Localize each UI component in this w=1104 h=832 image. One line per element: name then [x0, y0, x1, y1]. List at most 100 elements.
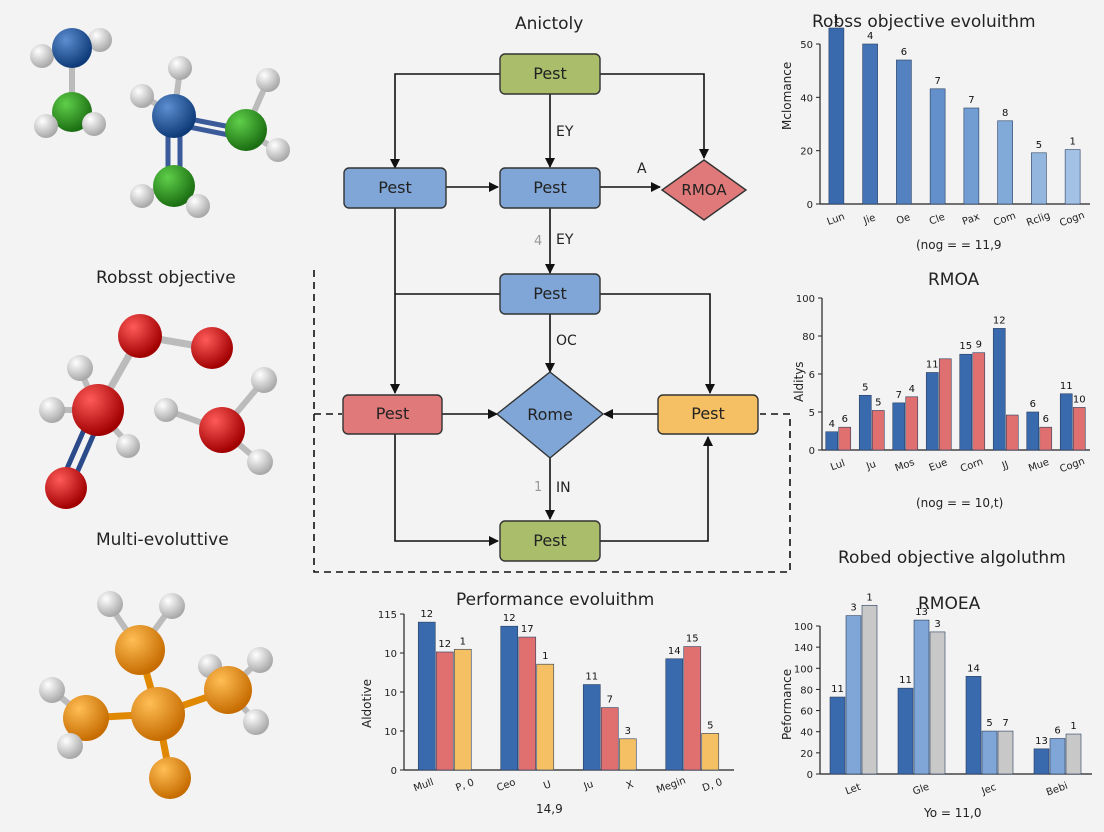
chart3-data-label: 1 — [460, 636, 466, 647]
chart2-bar — [871, 410, 885, 451]
chart3-category-label: Mull — [412, 777, 435, 794]
chart4-data-label: 6 — [1054, 725, 1060, 736]
chart4-subtitle: RMOEA — [918, 594, 981, 614]
node-left-mid — [343, 167, 447, 209]
chart1-bar — [1064, 149, 1081, 205]
node-left-low — [342, 394, 443, 435]
chart3-data-label: 12 — [503, 613, 516, 624]
chart3-data-label: 17 — [521, 624, 534, 635]
chart3-data-label: 12 — [438, 639, 451, 650]
chart3-category-label: Ceo — [495, 777, 517, 794]
chart1-ytick-label: 0 — [807, 200, 813, 211]
chart4-ytick-label: 60 — [800, 707, 813, 718]
chart1-category-label: Pax — [961, 211, 981, 227]
chart1-category-label: Cogn — [1058, 210, 1086, 229]
chart4-ytick-label: 140 — [794, 643, 813, 654]
chart4-data-label: 11 — [899, 675, 912, 686]
chart4-data-label: 13 — [1035, 736, 1048, 747]
chart1-category-label: Oe — [895, 212, 912, 227]
chart1-title: Robss objective evoluithm — [812, 12, 1036, 32]
chart4-bar — [829, 696, 846, 775]
chart2-bar — [858, 394, 872, 451]
node-top — [499, 53, 601, 95]
chart3-category-label: D, 0 — [701, 777, 724, 794]
chart2-category-label: JJ — [1000, 459, 1010, 472]
chart4-bar — [1033, 748, 1050, 775]
chart3-category-label: U — [542, 779, 553, 792]
chart3-category-label: Megin — [655, 775, 687, 796]
chart3-bar — [500, 625, 519, 771]
chart1-data-label: 1 — [833, 15, 839, 26]
chart2-bar — [972, 352, 986, 451]
chart4-bar — [845, 615, 862, 775]
edge-left-bottom — [394, 434, 499, 546]
chart2-bar — [838, 426, 852, 451]
chart4-category-label: Jec — [979, 782, 997, 798]
chart1-data-label: 4 — [867, 31, 873, 42]
chart2-ytick-label: 6 — [809, 370, 815, 381]
chart3-xlabel: 14,9 — [536, 802, 563, 816]
chart3-ylabel: Aldotive — [360, 678, 374, 728]
chart4-data-label: 1 — [1070, 721, 1076, 732]
chart4-title: Robed objective algoluthm — [838, 548, 1066, 568]
chart2-category-label: Eue — [928, 457, 949, 474]
chart4-ytick-label: 80 — [800, 685, 813, 696]
chart3-bar — [417, 621, 436, 771]
chart2-data-label: 11 — [1060, 381, 1073, 392]
chart1-category-label: Lun — [826, 211, 847, 228]
chart3-bar — [600, 707, 619, 771]
chart4-data-label: 13 — [915, 607, 928, 618]
chart2-category-label: Mue — [1027, 457, 1051, 475]
chart3-bar — [701, 733, 720, 771]
chart3-category-label: P, 0 — [454, 777, 475, 794]
chart4-data-label: 5 — [986, 718, 992, 729]
chart1-data-label: 5 — [1036, 140, 1042, 151]
chart3-bar — [582, 684, 601, 771]
chart4-bar — [913, 619, 930, 775]
chart2-bar — [1039, 426, 1053, 451]
edge-label-ey-mid: EY — [556, 232, 574, 248]
diagram-title: Anictoly — [515, 14, 584, 34]
node-left-low-label: Pest — [375, 404, 410, 423]
chart1-data-label: 8 — [1002, 108, 1008, 119]
chart3-bar — [683, 646, 702, 771]
chart2-data-label: 6 — [842, 414, 848, 425]
chart2-bar — [1026, 411, 1040, 451]
edge-label-ey-top: EY — [556, 124, 574, 140]
chart4-xlabel: Yo = 11,0 — [924, 806, 982, 820]
chart2-bar — [1072, 407, 1086, 451]
left-label-multi: Multi-evoluttive — [96, 530, 229, 550]
chart4-data-label: 7 — [1002, 718, 1008, 729]
chart4-ytick-label: 0 — [807, 770, 813, 781]
edge-label-one: 1 — [534, 480, 543, 495]
molecule-4 — [39, 591, 273, 799]
chart1-bar — [896, 59, 912, 205]
chart3-bar — [665, 658, 684, 771]
chart2-ylabel: Alditys — [792, 361, 806, 402]
chart3-data-label: 14 — [668, 646, 681, 657]
chart4-ytick-label: 40 — [800, 728, 813, 739]
chart2-bar — [1059, 393, 1073, 451]
chart4-bar — [861, 604, 878, 775]
node-center-mid — [499, 167, 601, 209]
chart1-category-label: Cle — [928, 212, 947, 228]
chart2-category-label: Mos — [894, 457, 917, 474]
chart4-data-label: 14 — [967, 663, 980, 674]
node-bottom-label: Pest — [533, 531, 567, 550]
chart3-data-label: 7 — [607, 695, 613, 706]
chart3-data-label: 11 — [585, 672, 598, 683]
chart4-bar — [997, 730, 1014, 775]
chart1-bar — [929, 88, 946, 205]
chart2-data-label: 11 — [926, 359, 939, 370]
node-center-lower — [499, 273, 601, 315]
node-bottom — [499, 520, 601, 562]
edge-lower-right — [600, 293, 715, 394]
edge-label-a: A — [637, 161, 647, 177]
chart4-bar — [981, 730, 998, 775]
chart4-bar — [1065, 733, 1082, 775]
chart3-bar — [518, 636, 537, 771]
chart3-bar — [618, 738, 637, 771]
chart1-ytick-label: 40 — [800, 93, 813, 104]
node-top-label: Pest — [533, 64, 567, 83]
